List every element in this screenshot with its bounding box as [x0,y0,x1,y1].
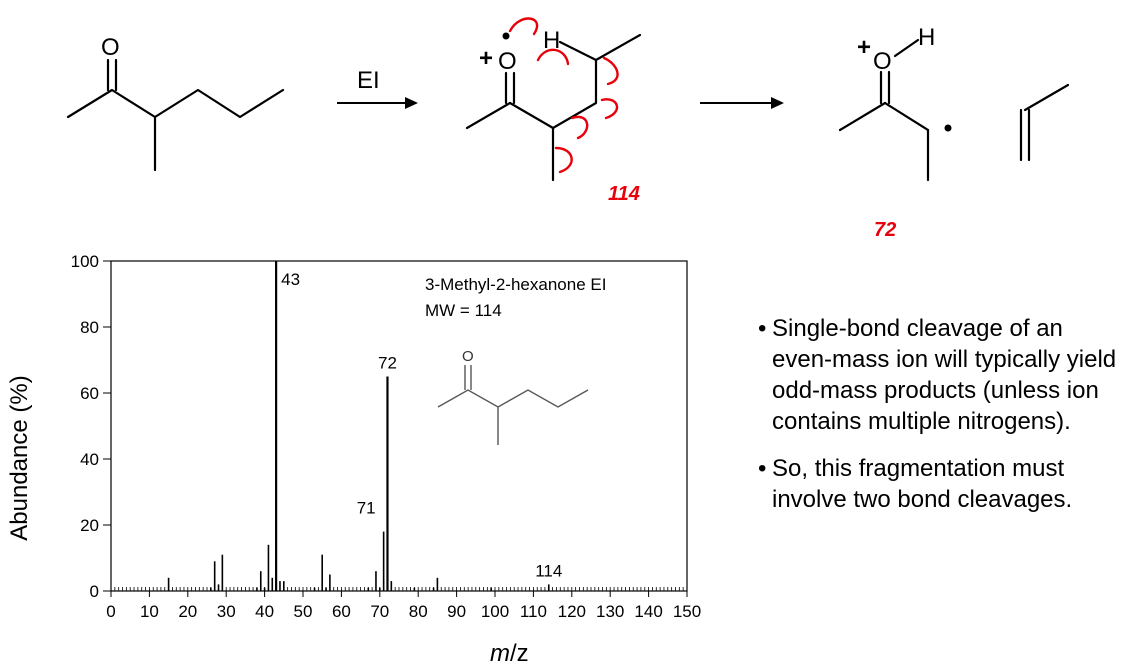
x-tick-label: 0 [106,602,115,621]
intermediate-hydrogen: H [543,27,560,54]
x-tick-label: 50 [294,602,313,621]
product-radical-dot [944,124,952,132]
inset-structure: O [437,348,589,445]
mass-spectrum-chart: 0 10 20 30 40 50 60 70 80 90 100 110 120 130 140 150 0 20… [71,252,702,621]
y-tick-label: 60 [80,384,99,403]
peak-labels-layer: 43 72 71 114 [281,270,562,580]
chart-title: 3-Methyl-2-hexanone EI [425,275,606,294]
reactant-molecule: O [66,34,285,172]
peak-label: 43 [281,270,300,289]
x-axis-label-italic: m [490,640,510,667]
x-tick-label: 140 [634,602,662,621]
reaction-arrow [700,97,784,109]
chart-subtitle: MW = 114 [425,301,502,320]
y-tick-label: 40 [80,450,99,469]
bullet-item: So, this fragmentation must involve two … [758,453,1118,515]
x-tick-label: 40 [255,602,274,621]
y-tick-label: 0 [90,582,99,601]
ei-label: EI [357,67,380,94]
x-tick-label: 80 [409,602,428,621]
product-hydrogen: H [918,24,935,51]
reaction-scheme: O EI O + H 114 [66,17,1070,241]
intermediate-charge: + [479,45,493,72]
intermediate-mass-label: 114 [608,183,640,205]
plot-frame [110,260,688,592]
y-axis-label-text: Abundance (%) [6,375,33,541]
x-tick-label: 110 [520,602,547,621]
x-tick-label: 150 [673,602,701,621]
x-axis-label: m/z [490,640,529,668]
ei-arrow: EI [337,67,418,109]
x-tick-label: 90 [447,602,466,621]
x-axis-label-rest: /z [510,640,529,667]
x-tick-label: 130 [596,602,624,621]
x-tick-label: 10 [140,602,159,621]
intermediate-oxygen: O [498,48,517,75]
peak-label: 71 [357,499,376,518]
y-axis-label: Abundance (%) [0,318,40,598]
x-tick-label: 120 [558,602,586,621]
bullet-item: Single-bond cleavage of an even-mass ion… [758,313,1118,437]
x-tick-label: 100 [481,602,509,621]
x-tick-label: 60 [332,602,351,621]
product-mass-label: 72 [874,219,896,241]
y-tick-label: 100 [71,252,99,271]
product-enol: O + H 72 [838,24,952,241]
product-oxygen: O [873,48,892,75]
y-tick-label: 20 [80,516,99,535]
explanation-bullets: Single-bond cleavage of an even-mass ion… [758,313,1118,531]
product-charge: + [857,34,871,61]
x-tick-label: 70 [370,602,389,621]
peak-label: 72 [378,354,397,373]
product-propene [1019,83,1070,162]
inset-oxygen: O [462,348,474,365]
x-tick-label: 30 [217,602,236,621]
peak-label: 114 [535,561,562,580]
reactant-oxygen: O [101,34,120,61]
tick-layer: 0 10 20 30 40 50 60 70 80 90 100 110 120 130 140 150 0 20… [71,252,702,621]
x-tick-label: 20 [178,602,197,621]
radical-dot [502,32,510,40]
y-tick-label: 80 [80,318,99,337]
intermediate-molecule: O + H 114 [465,17,642,205]
